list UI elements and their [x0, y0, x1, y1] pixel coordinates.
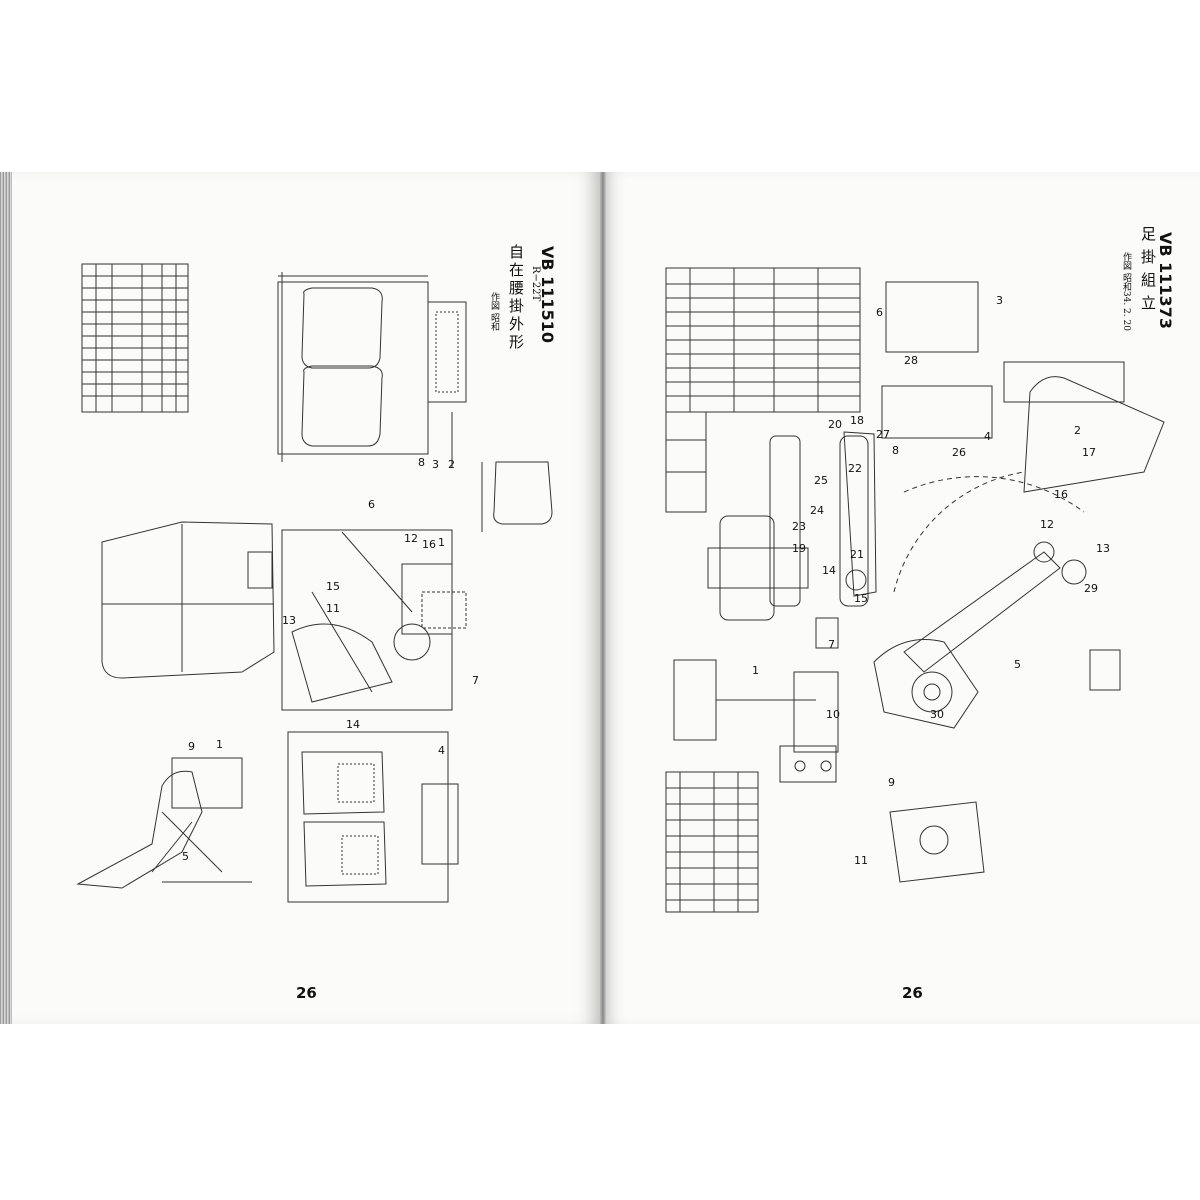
- callout-30: 30: [930, 708, 944, 721]
- left-page-number: 26: [296, 984, 317, 1002]
- callout-13: 13: [282, 614, 296, 627]
- callout-21: 21: [850, 548, 864, 561]
- callout-1: 1: [752, 664, 759, 677]
- left-drawing-number: VB 111510: [538, 246, 557, 343]
- callout-8: 8: [892, 444, 899, 457]
- callout-15: 15: [854, 592, 868, 605]
- callout-20: 20: [828, 418, 842, 431]
- right-drawing-number: VB 111373: [1156, 232, 1175, 329]
- callout-12: 12: [1040, 518, 1054, 531]
- left-drafter-note: 作図 昭和: [489, 292, 499, 331]
- callout-4: 4: [438, 744, 445, 757]
- book-page-edges: [0, 172, 14, 1024]
- callout-3: 3: [432, 458, 439, 471]
- callout-3: 3: [996, 294, 1003, 307]
- callout-16: 16: [422, 538, 436, 551]
- callout-19: 19: [792, 542, 806, 555]
- callout-26: 26: [952, 446, 966, 459]
- callout-2: 2: [1074, 424, 1081, 437]
- right-page: 6 28 3 4 26 27 8 18 20 22 25 24 23 19 21…: [604, 172, 1200, 1024]
- right-page-number: 26: [902, 984, 923, 1002]
- callout-13: 13: [1096, 542, 1110, 555]
- callout-11: 11: [854, 854, 868, 867]
- callout-15: 15: [326, 580, 340, 593]
- left-model-number: R−22T: [530, 266, 541, 302]
- seat-plan-view-bottom: [287, 731, 459, 903]
- left-page: 8 3 2 6 12 16 1 15 11 13 7 9 1 14 4 5 自在…: [12, 172, 602, 1024]
- seat-side-view: [101, 521, 275, 679]
- right-drawing-title: 足掛組立: [1139, 226, 1157, 318]
- callout-23: 23: [792, 520, 806, 533]
- callout-28: 28: [904, 354, 918, 367]
- callout-29: 29: [1084, 582, 1098, 595]
- callout-14: 14: [822, 564, 836, 577]
- right-callout-numbers: 6 28 3 4 26 27 8 18 20 22 25 24 23 19 21…: [752, 294, 1110, 867]
- left-drawing-title: 自在腰掛外形: [507, 244, 525, 352]
- callout-8: 8: [418, 456, 425, 469]
- callout-9: 9: [188, 740, 195, 753]
- callout-9: 9: [888, 776, 895, 789]
- callout-18: 18: [850, 414, 864, 427]
- right-technical-drawing: 6 28 3 4 26 27 8 18 20 22 25 24 23 19 21…: [665, 267, 1165, 913]
- left-callout-numbers: 8 3 2 6 12 16 1 15 11 13 7 9 1 14 4 5: [182, 456, 479, 863]
- callout-5: 5: [182, 850, 189, 863]
- foot-plan-view: [481, 461, 553, 532]
- callout-1b: 1: [216, 738, 223, 751]
- callout-11: 11: [326, 602, 340, 615]
- callout-22: 22: [848, 462, 862, 475]
- callout-24: 24: [810, 504, 824, 517]
- callout-6: 6: [368, 498, 375, 511]
- callout-16: 16: [1054, 488, 1068, 501]
- open-book: 8 3 2 6 12 16 1 15 11 13 7 9 1 14 4 5 自在…: [0, 172, 1200, 1024]
- callout-2: 2: [448, 458, 455, 471]
- right-parts-table-bottom: [665, 771, 759, 913]
- left-parts-table: [81, 263, 189, 413]
- callout-1: 1: [438, 536, 445, 549]
- mechanism-elevation: [281, 529, 467, 711]
- callout-14: 14: [346, 718, 360, 731]
- callout-6: 6: [876, 306, 883, 319]
- callout-27: 27: [876, 428, 890, 441]
- callout-10: 10: [826, 708, 840, 721]
- right-drawing-date: 作図 昭和34. 2. 20: [1121, 252, 1131, 331]
- foot-rest-assembly: [673, 435, 869, 783]
- callout-25: 25: [814, 474, 828, 487]
- callout-17: 17: [1082, 446, 1096, 459]
- callout-7: 7: [472, 674, 479, 687]
- seat-top-view: [277, 272, 467, 468]
- book-gutter: [600, 172, 606, 1024]
- pedal-linkage: [843, 281, 1165, 883]
- callout-12: 12: [404, 532, 418, 545]
- callout-7: 7: [828, 638, 835, 651]
- callout-4: 4: [984, 430, 991, 443]
- left-technical-drawing: 8 3 2 6 12 16 1 15 11 13 7 9 1 14 4 5: [76, 263, 553, 903]
- callout-5: 5: [1014, 658, 1021, 671]
- right-parts-table-top: [665, 267, 861, 513]
- reclined-seat-view: [76, 757, 252, 889]
